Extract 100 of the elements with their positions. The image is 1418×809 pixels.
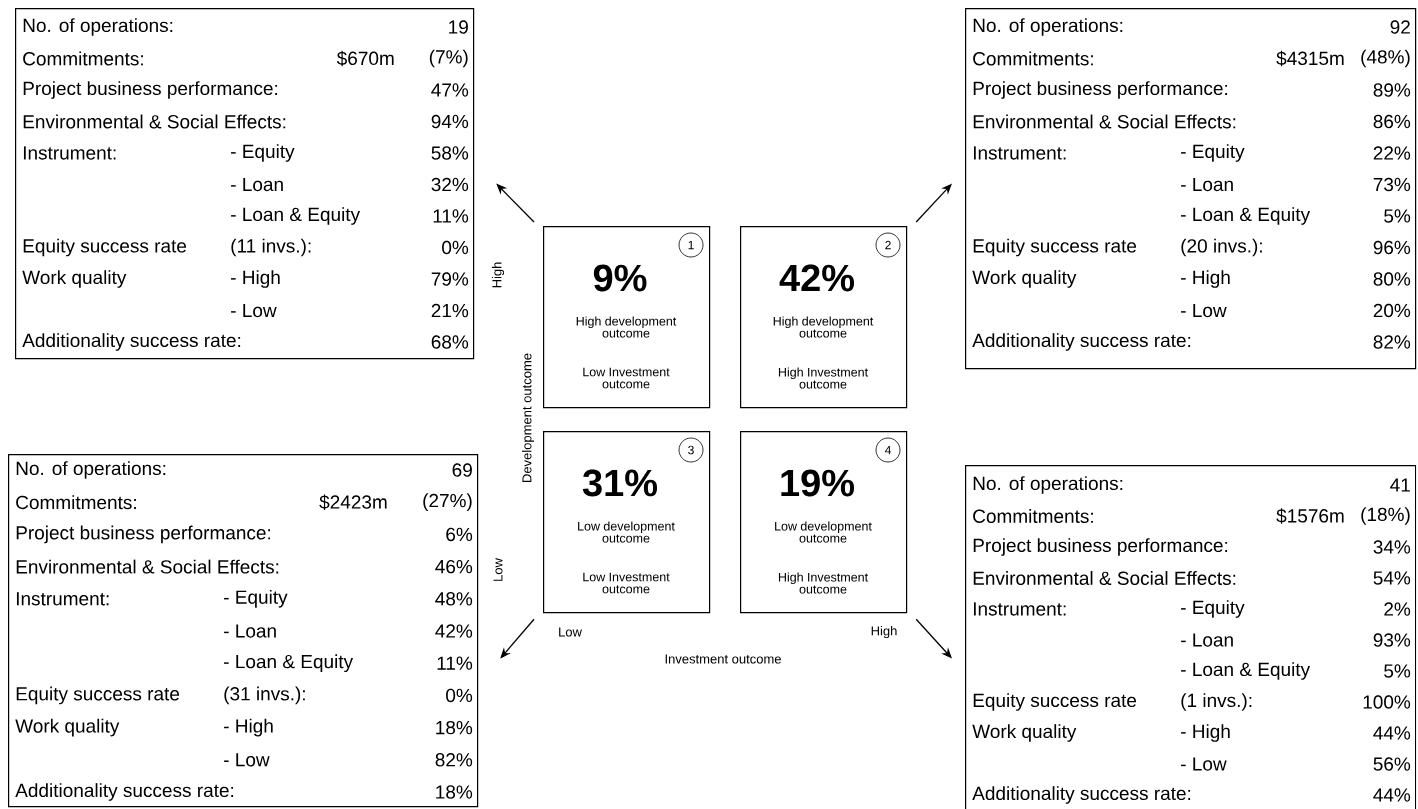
row-label: - Low (231, 303, 277, 318)
value-text: 21% (431, 303, 469, 318)
row-label: Equity success rate (23, 238, 187, 257)
quadrant-description: High Investment outcome (778, 572, 868, 594)
row-label: Additionality success rate: (972, 333, 1191, 351)
row-label: Environmental & Social Effects: (973, 571, 1236, 585)
percentage-text: 9% (593, 264, 647, 292)
row-label: Commitments: (973, 51, 1093, 66)
row-label: - Loan (224, 624, 276, 638)
value-text: 82% (1373, 335, 1411, 349)
value-text: 44% (1373, 726, 1411, 740)
value-text: 73% (1373, 177, 1411, 192)
row-label: Project business performance: (973, 538, 1228, 556)
row-label: Instrument: (973, 146, 1066, 160)
circled-number: 4 (875, 437, 901, 463)
quadrant-box (740, 226, 908, 409)
row-label: - High (1181, 724, 1230, 742)
value-text: 48% (435, 592, 473, 606)
value-text: 6% (446, 527, 473, 542)
row-label: Equity success rate (973, 238, 1137, 257)
amount-text: $1576m (1276, 508, 1344, 524)
value-text: 5% (1384, 209, 1411, 223)
row-label: Commitments: (23, 51, 143, 66)
quadrant-box (543, 431, 711, 614)
row-label: No. of operations: (16, 461, 166, 479)
quadrant-description: High development outcome (576, 316, 677, 338)
stats-table (965, 465, 1417, 809)
row-label: (11 invs.): (231, 238, 311, 257)
axis-title: Investment outcome (665, 654, 781, 664)
value-text: 79% (431, 272, 469, 286)
quadrant-description: Low development outcome (578, 521, 675, 543)
value-text: 80% (1373, 272, 1411, 286)
value-text: 41 (1390, 478, 1410, 492)
row-label: Work quality (22, 270, 127, 288)
row-label: Instrument: (16, 592, 109, 606)
row-label: Project business performance: (973, 81, 1228, 99)
value-text: 11% (433, 209, 469, 223)
amount-text: $2423m (319, 494, 387, 510)
row-label: Environmental & Social Effects: (23, 114, 286, 129)
percentage-text: 19% (781, 469, 855, 497)
value-text: 20% (1373, 303, 1411, 318)
value-text: 94% (431, 114, 469, 129)
value-text: 19 (449, 20, 468, 34)
row-label: - High (231, 270, 280, 288)
value-text: 5% (1384, 664, 1411, 678)
value-text: 82% (435, 753, 473, 767)
row-label: - Equity (224, 589, 288, 608)
value-text: (27%) (423, 493, 472, 512)
value-text: 0% (442, 240, 469, 255)
row-label: Equity success rate (16, 686, 180, 705)
value-text: 32% (431, 177, 469, 192)
row-label: Work quality (972, 724, 1077, 742)
quadrant-description: Low development outcome (775, 521, 872, 543)
amount-text: $4315m (1276, 50, 1344, 67)
row-label: Additionality success rate: (15, 783, 234, 801)
row-label: No. of operations: (973, 18, 1123, 36)
stats-table (965, 8, 1417, 370)
row-label: Instrument: (23, 146, 116, 160)
row-label: Environmental & Social Effects: (973, 114, 1236, 129)
quadrant-description: Low Investment outcome (583, 572, 670, 594)
row-label: - Loan (1181, 177, 1233, 192)
row-label: - Equity (1181, 144, 1245, 162)
row-label: - High (1181, 270, 1230, 288)
value-text: 89% (1373, 83, 1411, 97)
value-text: 47% (431, 83, 469, 97)
amount-text: $670m (336, 50, 394, 67)
row-label: - Equity (1181, 600, 1245, 618)
value-text: 56% (1373, 757, 1411, 771)
row-label: Commitments: (16, 495, 136, 510)
axis-label: High (871, 625, 897, 639)
circled-number: 3 (678, 437, 704, 463)
quadrant-description: High development outcome (773, 316, 874, 338)
row-label: - Loan (231, 177, 283, 192)
value-text: 18% (436, 785, 473, 799)
row-label: Work quality (972, 270, 1077, 288)
value-text: 11% (437, 656, 473, 670)
row-label: Project business performance: (16, 525, 271, 544)
value-text: (7%) (429, 49, 468, 68)
value-text: 34% (1373, 540, 1411, 554)
axis-label: Low (559, 627, 582, 637)
value-text: 96% (1373, 240, 1411, 255)
row-label: (20 invs.): (1181, 238, 1262, 257)
value-text: (18%) (1361, 507, 1410, 525)
value-text: 54% (1373, 571, 1411, 585)
axis-title: Development outcome (521, 353, 535, 482)
quadrant-box (740, 431, 908, 614)
value-text: 44% (1373, 788, 1411, 802)
row-label: No. of operations: (973, 476, 1123, 494)
value-text: 100% (1363, 695, 1411, 709)
row-label: - Low (1181, 757, 1227, 771)
row-label: - Low (1181, 303, 1227, 318)
row-label: - Low (224, 753, 270, 767)
row-label: (1 invs.): (1181, 693, 1252, 711)
row-label: Additionality success rate: (972, 786, 1191, 804)
axis-label: High (491, 262, 505, 288)
row-label: - Equity (231, 144, 295, 162)
row-label: Instrument: (973, 602, 1066, 616)
stats-table (15, 8, 475, 360)
axis-label: Low (493, 558, 503, 581)
row-label: - Loan & Equity (231, 207, 361, 225)
